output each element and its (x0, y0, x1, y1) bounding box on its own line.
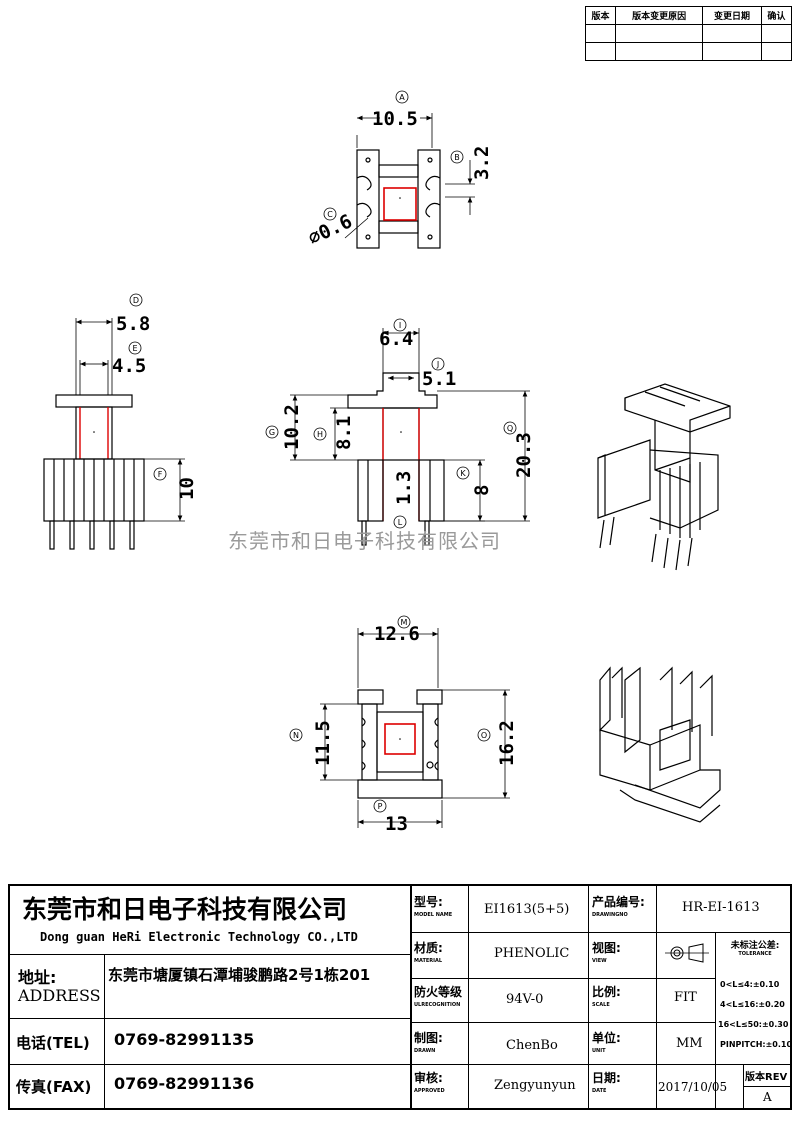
dim-h: 8.1 (333, 416, 355, 450)
top-view (344, 113, 475, 249)
callout-p: P (378, 802, 383, 811)
drawn-value: ChenBo (506, 1038, 558, 1053)
material-label: 材质: (414, 941, 443, 955)
dim-k: 8 (471, 485, 493, 496)
scale-label-en: SCALE (592, 1002, 610, 1008)
callout-f: F (158, 470, 163, 479)
dim-a: 10.5 (372, 108, 418, 130)
callout-q: Q (507, 424, 513, 433)
dim-q: 20.3 (513, 432, 535, 478)
drawing-no-value: HR-EI-1613 (682, 900, 760, 915)
rev-label: 版本REV (745, 1072, 788, 1083)
callout-m: M (401, 618, 408, 627)
dim-f: 10 (176, 477, 198, 500)
dim-o: 16.2 (496, 720, 518, 766)
approved-label-en: APPROVED (414, 1088, 445, 1094)
unit-label-en: UNIT (592, 1048, 606, 1054)
dim-l: 1.3 (393, 471, 415, 505)
tolerance-line-3: 16<L≤50:±0.30 (718, 1020, 789, 1029)
drawing-no-label-en: DRAWINGNO (592, 912, 628, 918)
dim-d: 5.8 (116, 313, 150, 335)
address-value: 东莞市塘厦镇石潭埔骏鹏路2号1栋201 (108, 966, 371, 984)
tel-label: 电话(TEL) (16, 1034, 90, 1052)
approved-label: 审核: (414, 1071, 443, 1085)
address-label-cn: 地址: (18, 968, 57, 987)
callout-b: B (454, 153, 460, 162)
company-name-en: Dong guan HeRi Electronic Technology CO.… (40, 930, 358, 944)
revision-table: 版本 版本变更原因 变更日期 确认 (584, 6, 793, 61)
dim-i: 6.4 (379, 328, 413, 350)
flame-value: 94V-0 (506, 992, 544, 1007)
callout-a: A (399, 93, 405, 102)
model-label: 型号: (414, 895, 443, 909)
callout-c: C (327, 210, 333, 219)
view-label: 视图: (592, 941, 621, 955)
date-label: 日期: (592, 1071, 621, 1085)
callout-l: L (398, 518, 403, 527)
date-label-en: DATE (592, 1088, 607, 1094)
callout-n: N (293, 731, 299, 740)
flame-label-en: ULRECOGNITION (414, 1002, 461, 1008)
callout-e: E (132, 344, 137, 353)
left-side-view (43, 318, 185, 550)
callout-d: D (133, 296, 139, 305)
dim-e: 4.5 (112, 355, 146, 377)
tolerance-label: 未标注公差: (730, 941, 780, 951)
model-value: EI1613(5+5) (484, 902, 570, 917)
callout-o: O (481, 731, 487, 740)
tolerance-line-2: 4<L≤16:±0.20 (720, 1000, 785, 1009)
dim-p: 13 (385, 813, 408, 835)
scale-value: FIT (674, 990, 697, 1005)
drawn-label: 制图: (414, 1031, 443, 1045)
model-label-en: MODEL NAME (414, 912, 453, 918)
fax-label: 传真(FAX) (16, 1078, 92, 1096)
isometric-view-bottom (599, 666, 721, 823)
tolerance-label-en: TOLERANCE (738, 951, 772, 957)
drawing-no-label: 产品编号: (592, 895, 645, 909)
callout-g: G (269, 428, 275, 437)
callout-k: K (460, 469, 466, 478)
dim-m: 12.6 (374, 623, 420, 645)
technical-drawing: 10.5 3.2 ⌀0.6 5.8 4.5 10 10.2 8.1 6.4 5.… (43, 90, 731, 835)
flame-label: 防火等级 (414, 985, 463, 999)
front-view (290, 328, 530, 546)
material-label-en: MATERIAL (414, 958, 443, 964)
revision-row (584, 24, 793, 43)
projection-symbol-icon (665, 943, 709, 963)
tolerance-line-1: 0<L≤4:±0.10 (720, 980, 780, 989)
unit-value: MM (676, 1036, 703, 1051)
view-label-en: VIEW (592, 958, 607, 964)
fax-value: 0769-82991136 (114, 1074, 255, 1093)
dim-b: 3.2 (471, 146, 493, 180)
drawn-label-en: DRAWN (414, 1048, 436, 1054)
revision-row (584, 42, 793, 61)
dim-j: 5.1 (422, 368, 456, 390)
approved-value: Zengyunyun (494, 1078, 576, 1093)
isometric-view-top (597, 383, 731, 571)
address-label-en: ADDRESS (18, 986, 101, 1005)
material-value: PHENOLIC (494, 946, 570, 961)
watermark: 东莞市和日电子科技有限公司 (228, 529, 501, 553)
callout-j: J (436, 360, 439, 369)
date-value: 2017/10/05 (658, 1080, 728, 1094)
unit-label: 单位: (592, 1031, 621, 1045)
dim-n: 11.5 (312, 720, 334, 766)
title-block: 东莞市和日电子科技有限公司 Dong guan HeRi Electronic … (8, 884, 792, 1110)
rev-value: A (763, 1090, 772, 1104)
dim-g: 10.2 (281, 404, 303, 450)
bottom-view (320, 628, 510, 828)
tel-value: 0769-82991135 (114, 1030, 255, 1049)
callout-h: H (317, 430, 323, 439)
tolerance-line-4: PINPITCH:±0.10 (720, 1040, 793, 1049)
callout-i: I (399, 321, 401, 330)
scale-label: 比例: (592, 985, 621, 999)
company-name-cn: 东莞市和日电子科技有限公司 (22, 895, 348, 924)
